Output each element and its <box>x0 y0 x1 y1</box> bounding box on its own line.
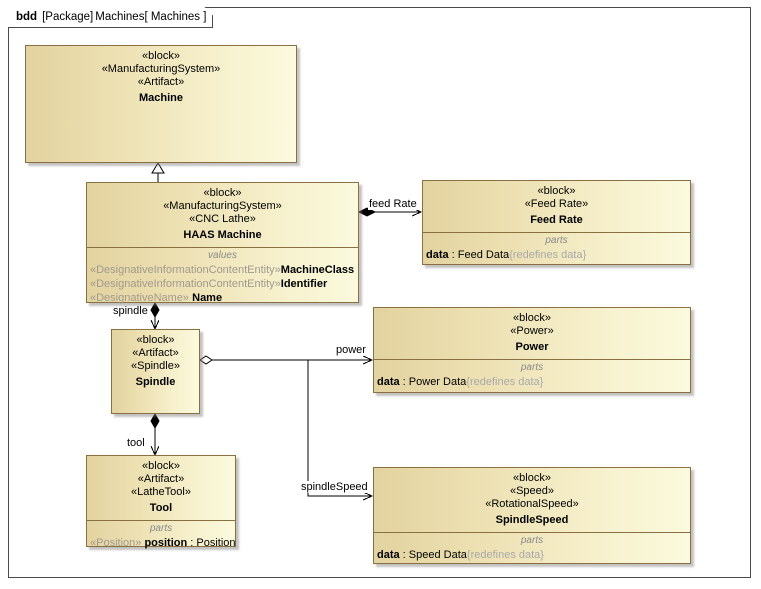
block-haas-machine-name: HAAS Machine <box>183 229 262 241</box>
block-spindlespeed-name: SpindleSpeed <box>495 514 569 526</box>
block-feed-rate-parts-compartment: parts data : Feed Data{redefines data} <box>423 232 690 266</box>
block-tool-stereotype-0: «block» <box>142 460 180 472</box>
block-haas-machine-stereotype-0: «block» <box>203 187 242 199</box>
property-feed-data: data : Feed Data{redefines data} <box>426 249 587 261</box>
compartment-label-parts-speed: parts <box>520 535 544 546</box>
block-machine-stereotype-2: «Artifact» <box>137 76 185 88</box>
property-position: «Position» position : Position <box>90 537 236 549</box>
block-haas-machine-stereotype-2: «CNC Lathe» <box>189 213 256 225</box>
property-name: «DesignativeName» Name <box>90 292 223 304</box>
block-haas-machine[interactable]: «block» «ManufacturingSystem» «CNC Lathe… <box>86 182 359 304</box>
compartment-label-parts-tool: parts <box>149 523 173 534</box>
diagram-package-keyword: [Package] <box>42 11 94 23</box>
block-spindle[interactable]: «block» «Artifact» «Spindle» Spindle <box>111 329 200 414</box>
block-spindlespeed-stereotype-2: «RotationalSpeed» <box>485 498 579 510</box>
block-power-header: «block» «Power» Power <box>374 308 690 359</box>
connector-label-spindle: spindle <box>112 305 149 317</box>
block-feed-rate-stereotype-1: «Feed Rate» <box>524 198 589 210</box>
block-power[interactable]: «block» «Power» Power parts data : Power… <box>373 307 691 393</box>
compartment-label-values: values <box>208 250 237 261</box>
diagram-name: [ Machines ] <box>144 11 207 23</box>
property-speed-data: data : Speed Data{redefines data} <box>377 549 544 561</box>
block-tool-stereotype-1: «Artifact» <box>137 473 185 485</box>
block-spindlespeed-parts-compartment: parts data : Speed Data{redefines data} <box>374 532 690 566</box>
block-tool-header: «block» «Artifact» «LatheTool» Tool <box>87 456 235 520</box>
block-machine[interactable]: «block» «ManufacturingSystem» «Artifact»… <box>25 45 297 163</box>
block-machine-stereotype-0: «block» <box>142 50 180 62</box>
connector-label-spindlespeed: spindleSpeed <box>300 481 369 493</box>
block-spindle-name: Spindle <box>135 376 176 388</box>
property-machineclass: «DesignativeInformationContentEntity»Mac… <box>90 264 355 276</box>
compartment-label-parts-power: parts <box>520 362 544 373</box>
block-tool-name: Tool <box>149 502 173 514</box>
connector-label-feed-rate: feed Rate <box>368 198 418 210</box>
block-tool[interactable]: «block» «Artifact» «LatheTool» Tool part… <box>86 455 236 549</box>
block-spindle-header: «block» «Artifact» «Spindle» Spindle <box>112 330 199 394</box>
block-haas-machine-values-compartment: values «DesignativeInformationContentEnt… <box>87 247 358 309</box>
block-power-stereotype-1: «Power» <box>510 325 554 337</box>
block-spindle-stereotype-1: «Artifact» <box>132 347 179 359</box>
block-feed-rate[interactable]: «block» «Feed Rate» Feed Rate parts data… <box>422 180 691 265</box>
block-feed-rate-stereotype-0: «block» <box>537 185 576 197</box>
block-spindle-stereotype-0: «block» <box>136 334 175 346</box>
connector-label-power: power <box>335 344 367 356</box>
block-spindlespeed-header: «block» «Speed» «RotationalSpeed» Spindl… <box>374 468 690 532</box>
block-machine-header: «block» «ManufacturingSystem» «Artifact»… <box>26 46 296 110</box>
diagram-kind-label: bdd <box>16 11 38 23</box>
block-tool-stereotype-2: «LatheTool» <box>131 486 191 498</box>
block-spindlespeed-stereotype-0: «block» <box>513 472 551 484</box>
block-spindlespeed-stereotype-1: «Speed» <box>509 485 555 497</box>
property-power-data: data : Power Data{redefines data} <box>377 376 544 388</box>
block-power-parts-compartment: parts data : Power Data{redefines data} <box>374 359 690 393</box>
block-feed-rate-header: «block» «Feed Rate» Feed Rate <box>423 181 690 232</box>
block-machine-stereotype-1: «ManufacturingSystem» <box>101 63 221 75</box>
block-power-stereotype-0: «block» <box>513 312 551 324</box>
compartment-label-parts-feed: parts <box>545 235 568 246</box>
property-identifier: «DesignativeInformationContentEntity»Ide… <box>90 278 328 290</box>
block-feed-rate-name: Feed Rate <box>530 214 583 226</box>
diagram-frame-header: bdd [Package] Machines [ Machines ] <box>8 7 213 28</box>
diagram-package-name: Machines <box>95 11 145 23</box>
block-spindle-stereotype-2: «Spindle» <box>131 360 180 372</box>
block-power-name: Power <box>515 341 549 353</box>
block-machine-name: Machine <box>138 92 183 104</box>
block-tool-parts-compartment: parts «Position» position : Position <box>87 520 236 554</box>
block-haas-machine-stereotype-1: «ManufacturingSystem» <box>163 200 282 212</box>
block-spindlespeed[interactable]: «block» «Speed» «RotationalSpeed» Spindl… <box>373 467 691 564</box>
block-haas-machine-header: «block» «ManufacturingSystem» «CNC Lathe… <box>87 183 358 247</box>
connector-label-tool: tool <box>126 437 146 449</box>
